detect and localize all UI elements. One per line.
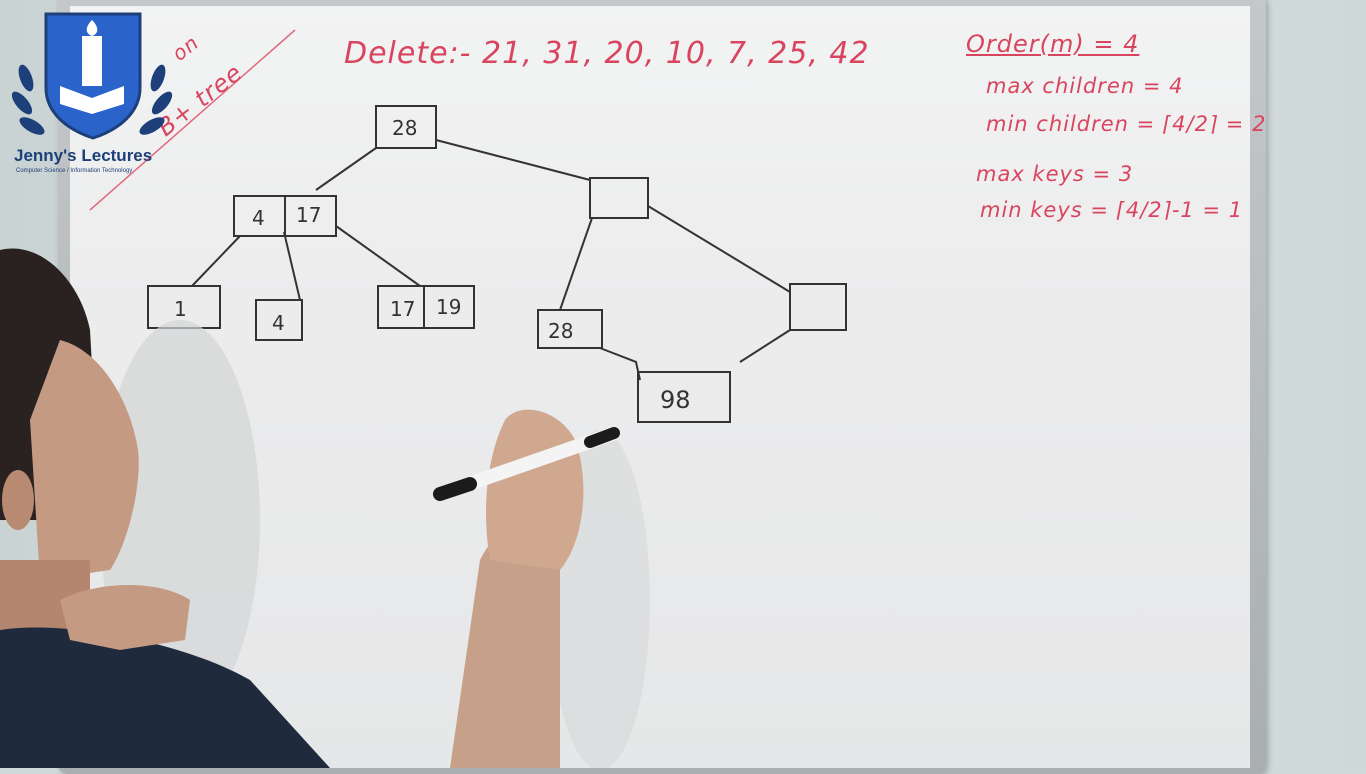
leaf-3-box bbox=[377, 285, 475, 329]
left-internal-key-2: 17 bbox=[296, 203, 321, 227]
max-keys-note: max keys = 3 bbox=[976, 162, 1134, 186]
edge-left-leaf1 bbox=[191, 235, 241, 287]
left-internal-key-1: 4 bbox=[252, 206, 265, 230]
leaf-1-key: 1 bbox=[174, 297, 187, 321]
min-children-note: min children = ⌈4/2⌉ = 2 bbox=[986, 112, 1267, 136]
root-key: 28 bbox=[392, 116, 417, 140]
channel-logo-emblem bbox=[11, 12, 173, 140]
edge-right-leaf6 bbox=[647, 205, 791, 293]
max-children-note: max children = 4 bbox=[986, 74, 1184, 98]
edge-root-left bbox=[315, 147, 377, 191]
delete-heading: Delete:- 21, 31, 20, 10, 7, 25, 42 bbox=[344, 36, 870, 71]
leaf-5-key: 98 bbox=[660, 386, 691, 414]
leaf-2-key: 4 bbox=[272, 311, 285, 335]
leaf-3-key-1: 17 bbox=[390, 297, 415, 321]
edge-left-leaf2 bbox=[283, 231, 301, 301]
order-heading: Order(m) = 4 bbox=[966, 30, 1140, 58]
min-keys-note: min keys = ⌈4/2⌉-1 = 1 bbox=[980, 198, 1244, 222]
root-node-box bbox=[375, 105, 437, 149]
leaf-4-key: 28 bbox=[548, 319, 573, 343]
edge-right-leaf5 bbox=[739, 329, 791, 363]
channel-name: Jenny's Lectures bbox=[14, 146, 153, 165]
marker-pen-icon bbox=[433, 427, 620, 501]
edge-root-right bbox=[435, 139, 591, 181]
edge-left-leaf3 bbox=[335, 225, 421, 287]
leaf-6-box bbox=[789, 283, 847, 331]
leaf-3-key-2: 19 bbox=[436, 295, 461, 319]
leaf-2-box bbox=[255, 299, 303, 341]
whiteboard bbox=[70, 6, 1250, 768]
edge-right-leaf4 bbox=[559, 217, 593, 311]
leaf-5-box bbox=[637, 371, 731, 423]
leaf-4-box bbox=[537, 309, 603, 349]
channel-tagline: Computer Science / Information Technolog… bbox=[16, 168, 133, 174]
right-internal-node-box bbox=[589, 177, 649, 219]
